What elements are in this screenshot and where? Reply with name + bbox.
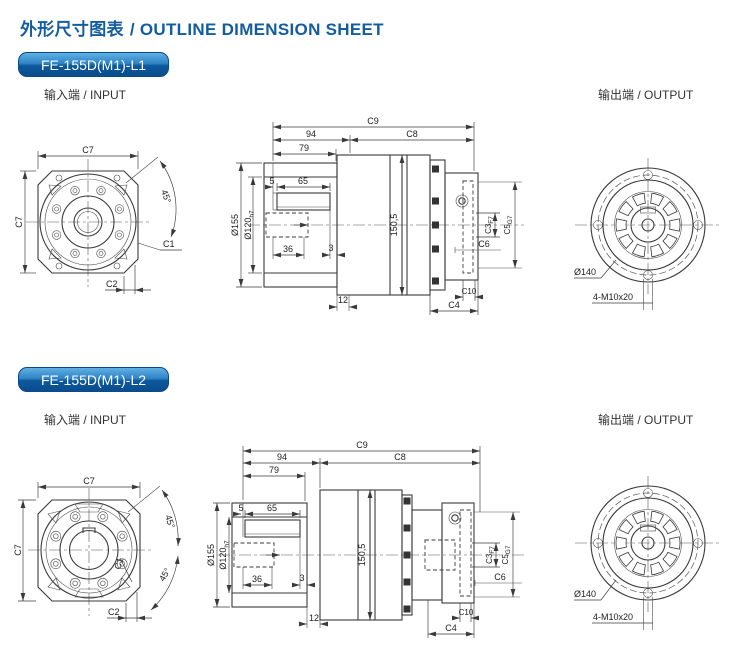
dim-65: 65	[298, 176, 308, 186]
dim-12: 12	[338, 295, 348, 305]
dim-c7-top: C7	[83, 476, 95, 486]
input-view-drawing-l1: C7 C7 45° C1 C2	[14, 145, 182, 294]
dim-79: 79	[299, 143, 309, 153]
dim-dia155: Ø155	[206, 544, 216, 566]
dim-c8: C8	[394, 452, 406, 462]
dim-c10: C10	[459, 608, 474, 617]
model-badge-l1: FE-155D(M1)-L1	[18, 52, 169, 77]
dim-5: 5	[238, 503, 243, 513]
output-end-label-2: 输出端 / OUTPUT	[598, 413, 694, 427]
dim-c4: C4	[445, 623, 457, 633]
dim-c4: C4	[448, 300, 460, 310]
dim-c9: C9	[356, 440, 368, 450]
dim-c3f7: C3F7	[485, 546, 496, 564]
dim-dia155: Ø155	[230, 214, 240, 236]
dim-c7-side: C7	[13, 544, 23, 556]
dim-c7-side: C7	[14, 216, 24, 228]
dim-c2: C2	[108, 607, 120, 617]
dim-94: 94	[277, 452, 287, 462]
dim-79: 79	[269, 465, 279, 475]
page-title-separator: /	[129, 20, 135, 40]
output-view-drawing-l1: Ø140 4-M10x20	[574, 158, 721, 310]
dim-3: 3	[299, 573, 304, 583]
dim-tap-holes: 4-M10x20	[593, 612, 633, 622]
dim-dia140: Ø140	[574, 267, 596, 277]
dim-c6: C6	[494, 572, 506, 582]
dim-dia120h7: Ø120h7	[243, 210, 256, 240]
dim-c6: C6	[478, 239, 490, 249]
dim-c3f7: C3F7	[484, 216, 495, 234]
dim-36: 36	[283, 244, 293, 254]
model-badge-l2: FE-155D(M1)-L2	[18, 367, 169, 392]
page-title-en: OUTLINE DIMENSION SHEET	[139, 20, 384, 40]
dim-5: 5	[269, 176, 274, 186]
dim-94: 94	[306, 129, 316, 139]
dim-150-5: 150,5	[357, 544, 367, 567]
side-view-drawing-l2: C9 94 C8 79 5 65 Ø155 Ø120h7 150,5 36 3	[206, 440, 526, 638]
dim-c1: C1	[163, 239, 175, 249]
dim-dia140: Ø140	[574, 589, 596, 599]
output-end-label: 输出端 / OUTPUT	[598, 88, 694, 102]
dim-150-5: 150,5	[389, 214, 399, 237]
dim-c7-top: C7	[82, 145, 94, 155]
dim-c1: C1	[112, 557, 125, 571]
dim-c5g7: C5G7	[501, 545, 512, 564]
dim-dia120h7: Ø120h7	[218, 540, 231, 570]
dim-c5g7: C5G7	[503, 215, 514, 234]
dim-c2: C2	[106, 279, 118, 289]
dim-c10: C10	[462, 287, 477, 296]
dim-36: 36	[252, 574, 262, 584]
dim-3: 3	[328, 243, 333, 253]
dim-tap-holes: 4-M10x20	[593, 292, 633, 302]
dim-65: 65	[267, 503, 277, 513]
dim-angle-45-b: 45°	[157, 566, 173, 583]
dim-angle-45-a: 45°	[163, 514, 177, 530]
dim-12: 12	[309, 613, 319, 623]
input-view-drawing-l2: C7 C7 45° 45° C1 C2	[13, 476, 181, 622]
dim-c9: C9	[367, 116, 379, 126]
page-title: 外形尺寸图表/ OUTLINE DIMENSION SHEET	[20, 15, 384, 40]
input-end-label-2: 输入端 / INPUT	[44, 413, 127, 427]
dim-c8: C8	[406, 129, 418, 139]
side-view-drawing-l1: C9 94 C8 79 5 65 Ø155 Ø120h7 150,5 36 3	[230, 116, 524, 315]
output-view-drawing-l2: Ø140 4-M10x20	[574, 476, 721, 630]
page-title-zh: 外形尺寸图表	[20, 20, 124, 40]
dim-angle-45: 45°	[159, 188, 173, 205]
input-end-label: 输入端 / INPUT	[44, 88, 127, 102]
